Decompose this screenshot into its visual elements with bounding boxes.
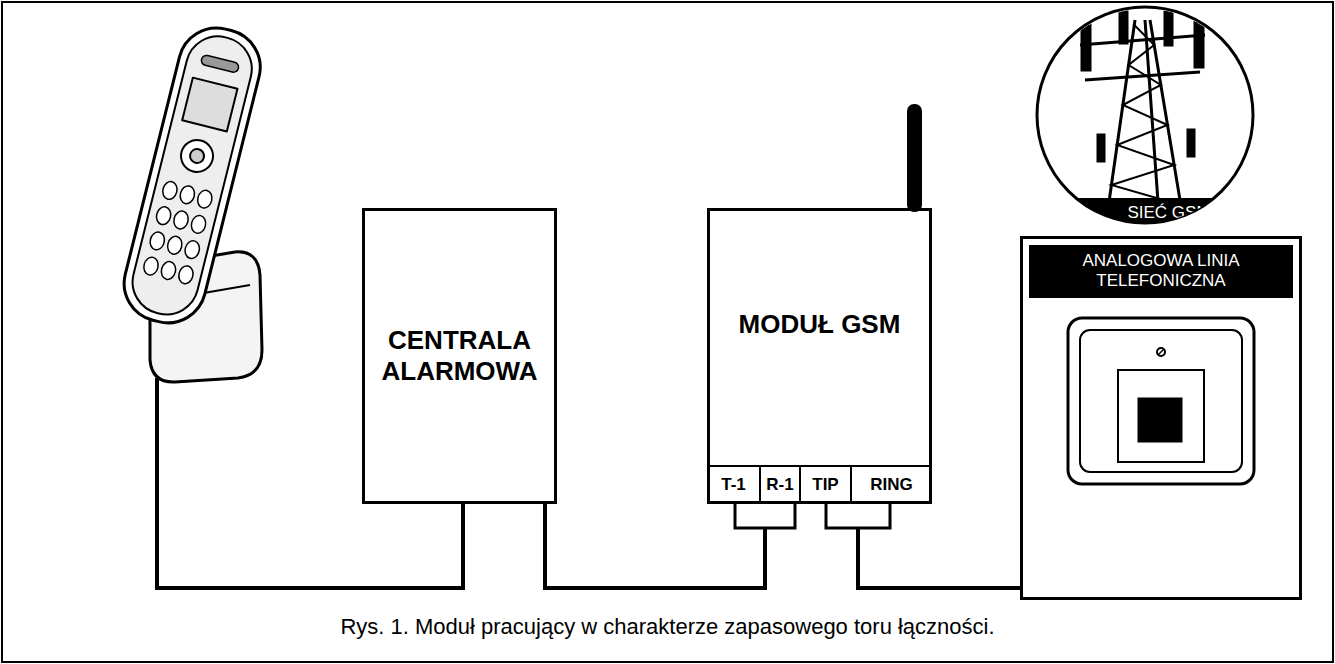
network-circle-outline [1037,7,1253,223]
node-label: CENTRALA ALARMOWA [365,325,554,387]
phone-key [177,264,195,285]
terminal-brackets [735,504,890,528]
wire-connector [545,504,765,588]
terminal-label: TIP [800,467,851,503]
phone-key [142,256,160,277]
wire-connector [858,528,1020,588]
phone-key [172,210,190,231]
terminal-label: R-1 [760,467,800,503]
phone-key [166,235,184,256]
antenna [907,104,922,212]
phone-key [155,205,173,226]
figure-caption: Rys. 1. Moduł pracujący w charakterze za… [0,614,1335,640]
control-panel-box: CENTRALA ALARMOWA [362,208,557,504]
phone-key [161,180,179,201]
terminal-label: T-1 [707,467,760,503]
phone-key [190,214,208,235]
phone-wire [157,378,463,588]
node-label: ANALOGOWA LINIA TELEFONICZNA [1029,245,1293,298]
tower-illustration [1030,0,1270,240]
phone-key [178,184,196,205]
phone-key [160,260,178,281]
terminal-cells [707,466,932,504]
phone-illustration [116,20,268,382]
phone-key [183,239,201,260]
node-label: MODUŁ GSM [739,309,901,340]
terminal-label: RING [851,467,932,503]
wall-socket [1068,318,1254,484]
phone-key [148,230,166,251]
phone-key [196,189,214,210]
gsm-module-box: MODUŁ GSM [707,208,932,504]
phone-line-panel: ANALOGOWA LINIA TELEFONICZNA [1020,236,1302,600]
node-label: SIEĆ GSM [1037,198,1253,223]
gsm-network-circle: SIEĆ GSM [1037,7,1253,223]
